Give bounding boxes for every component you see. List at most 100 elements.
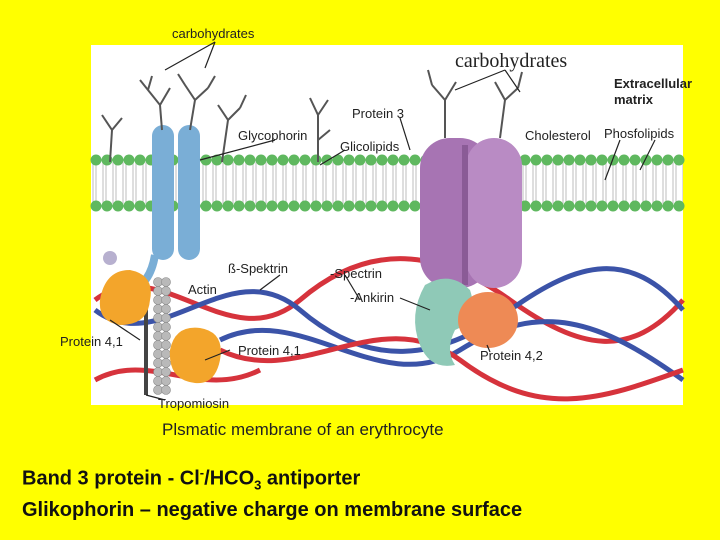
label-protein41-left: Protein 4,1 — [60, 334, 123, 349]
label-cholesterol: Cholesterol — [525, 128, 591, 143]
lipid-head-inner — [574, 200, 586, 212]
label-protein42: Protein 4,2 — [480, 348, 543, 363]
band3-text-a: Band 3 protein - Cl — [22, 467, 200, 490]
label-carbohydrates-small: carbohydrates — [172, 26, 255, 41]
glycophorin-protein — [128, 125, 200, 294]
protein41-mid — [169, 327, 221, 384]
lipid-head-inner — [343, 200, 355, 212]
actin-bead — [153, 367, 163, 377]
lipid-head-inner — [398, 200, 410, 212]
lipid-head-inner — [618, 200, 630, 212]
lipid-head-outer — [211, 154, 223, 166]
lipid-head-inner — [244, 200, 256, 212]
band3-text-c: antiporter — [261, 467, 361, 490]
lipid-head-inner — [255, 200, 267, 212]
actin-bead — [153, 385, 163, 395]
actin-bead — [161, 286, 171, 296]
lipid-head-outer — [563, 154, 575, 166]
lipid-head-inner — [673, 200, 685, 212]
lipid-head-outer — [519, 154, 531, 166]
ankyrin-protein — [415, 278, 473, 366]
label-beta-spektrin: ß-Spektrin — [228, 261, 288, 276]
glycophorin-line: Glikophorin – negative charge on membran… — [22, 498, 523, 521]
lipid-head-outer — [618, 154, 630, 166]
leader-lines — [109, 41, 656, 401]
lipid-head-outer — [365, 154, 377, 166]
bicarbonate-subscript: 3 — [254, 477, 262, 493]
actin-bead — [161, 367, 171, 377]
lipid-head-outer — [662, 154, 674, 166]
label-spectrin: -Spectrin — [330, 266, 382, 281]
actin-bead — [153, 313, 163, 323]
lipid-head-outer — [530, 154, 542, 166]
band3-text-b: /HCO — [204, 467, 255, 490]
actin-bead — [153, 349, 163, 359]
actin-bead — [161, 331, 171, 341]
lipid-head-inner — [134, 200, 146, 212]
label-ankirin: -Ankirin — [350, 290, 394, 305]
lipid-head-inner — [530, 200, 542, 212]
lipid-head-inner — [112, 200, 124, 212]
actin-bead — [153, 376, 163, 386]
actin-bead — [161, 313, 171, 323]
lipid-head-outer — [354, 154, 366, 166]
lipid-head-inner — [123, 200, 135, 212]
lipid-head-inner — [101, 200, 113, 212]
actin-bead — [161, 358, 171, 368]
lipid-head-outer — [299, 154, 311, 166]
lipid-head-outer — [112, 154, 124, 166]
actin-bead — [153, 304, 163, 314]
carbohydrate-chains — [101, 69, 523, 163]
lipid-head-inner — [321, 200, 333, 212]
lipid-head-inner — [376, 200, 388, 212]
lipid-head-outer — [123, 154, 135, 166]
label-protein41-mid: Protein 4,1 — [238, 343, 301, 358]
lipid-head-outer — [376, 154, 388, 166]
lipid-head-outer — [673, 154, 685, 166]
lipid-head-inner — [354, 200, 366, 212]
actin-bead — [161, 385, 171, 395]
lipid-head-outer — [332, 154, 344, 166]
band3-line: Band 3 protein - Cl-/HCO3 antiporter — [22, 460, 712, 498]
lipid-head-inner — [662, 200, 674, 212]
lipid-head-outer — [255, 154, 267, 166]
actin-bead — [161, 376, 171, 386]
actin-bead — [153, 286, 163, 296]
lipid-head-inner — [541, 200, 553, 212]
lipid-head-outer — [134, 154, 146, 166]
lipid-head-inner — [277, 200, 289, 212]
spectrin-filaments — [93, 256, 685, 402]
actin-bead — [161, 304, 171, 314]
chloride-charge: - — [199, 465, 205, 480]
lipid-head-inner — [310, 200, 322, 212]
lipid-head-inner — [233, 200, 245, 212]
lipid-head-inner — [211, 200, 223, 212]
label-protein3: Protein 3 — [352, 106, 404, 121]
lipid-head-outer — [266, 154, 278, 166]
junction-node — [103, 251, 117, 265]
lipid-head-inner — [200, 200, 212, 212]
lipid-head-inner — [585, 200, 597, 212]
lipid-head-inner — [266, 200, 278, 212]
lipid-head-inner — [365, 200, 377, 212]
lipid-head-outer — [222, 154, 234, 166]
actin-bead — [161, 277, 171, 287]
actin-bead — [153, 358, 163, 368]
lipid-head-outer — [387, 154, 399, 166]
lipid-head-inner — [332, 200, 344, 212]
label-extracellular-line1: Extracellular — [614, 76, 692, 91]
label-carbohydrates-large: carbohydrates — [455, 50, 567, 72]
figure-caption: Plsmatic membrane of an erythrocyte — [162, 420, 444, 439]
lipid-head-inner — [299, 200, 311, 212]
actin-bead — [153, 322, 163, 332]
lipid-head-outer — [596, 154, 608, 166]
lipid-head-outer — [233, 154, 245, 166]
lipid-head-inner — [519, 200, 531, 212]
lipid-head-outer — [398, 154, 410, 166]
lipid-head-inner — [596, 200, 608, 212]
lipid-head-outer — [409, 154, 421, 166]
label-glycophorin: Glycophorin — [238, 128, 307, 143]
bottom-explanation: Band 3 protein - Cl-/HCO3 antiporter Gli… — [22, 460, 712, 523]
lipid-head-outer — [651, 154, 663, 166]
lipid-head-outer — [541, 154, 553, 166]
